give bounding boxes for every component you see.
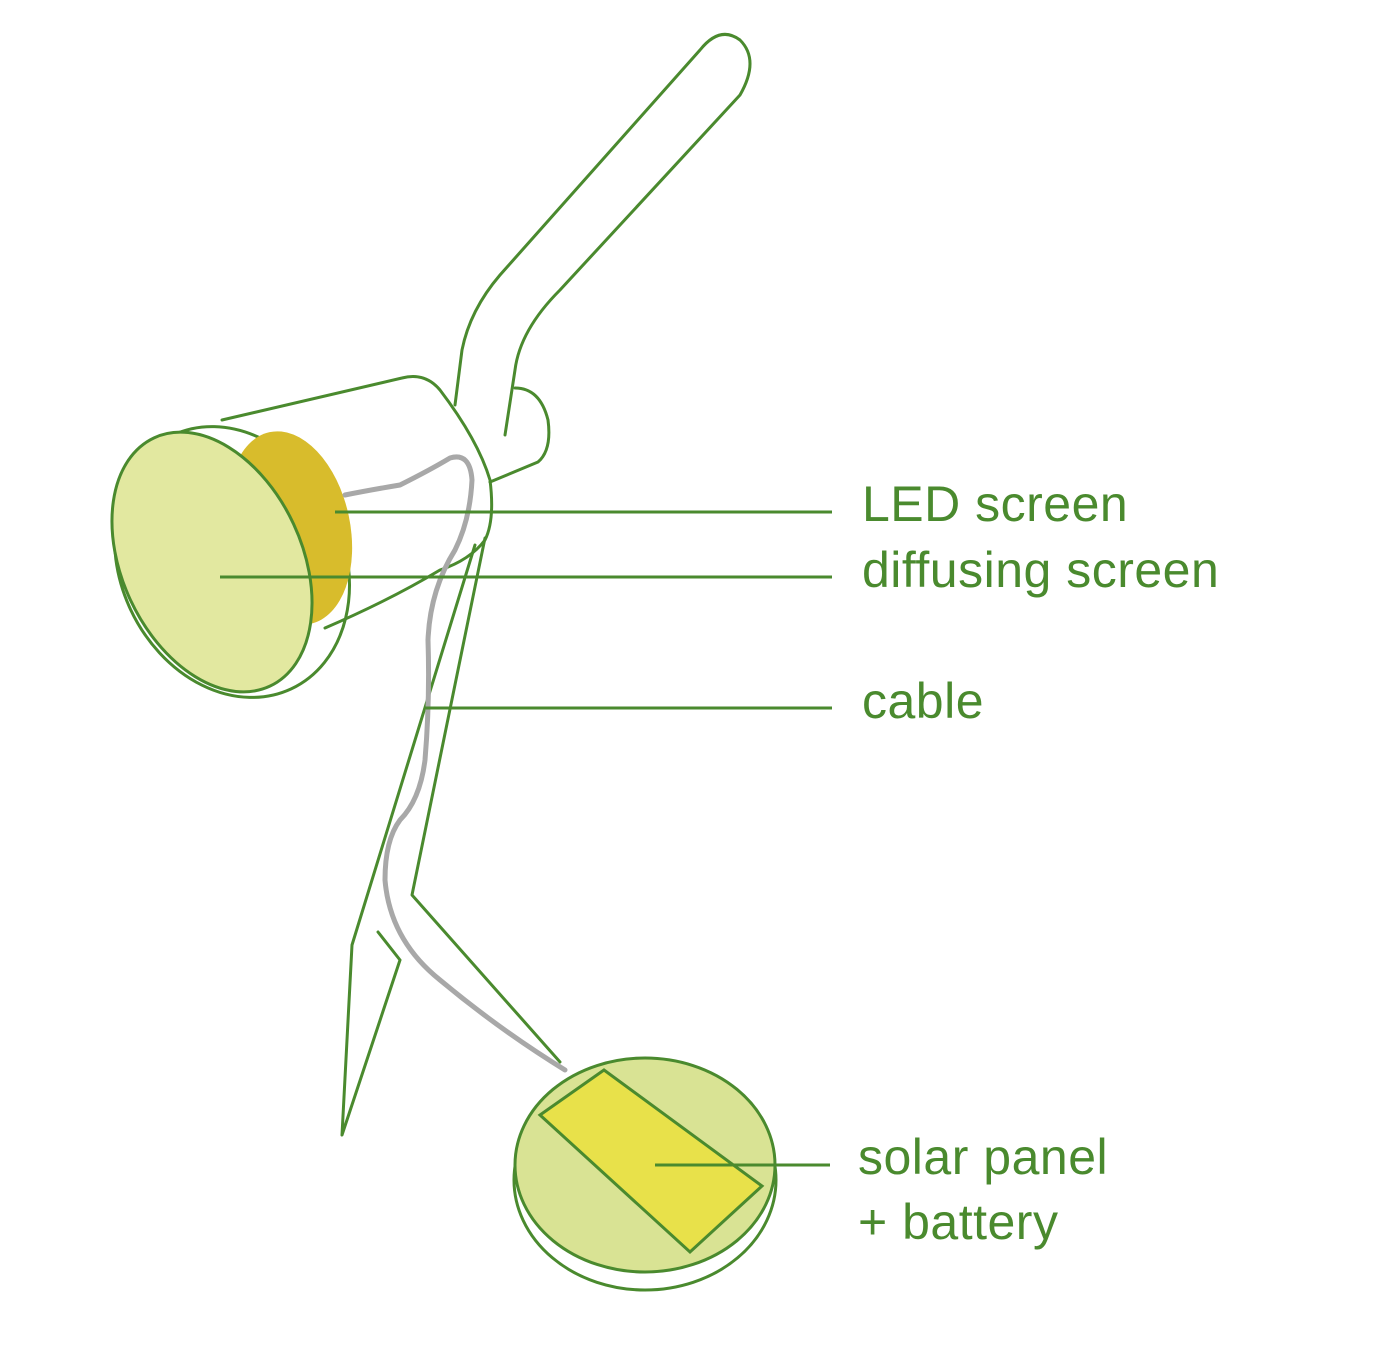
lamp-arm xyxy=(453,32,752,437)
lamp-head-housing xyxy=(220,375,494,630)
cable-line xyxy=(342,454,568,1073)
battery-label: + battery xyxy=(858,1194,1059,1250)
led-screen-label: LED screen xyxy=(862,476,1129,532)
stake xyxy=(340,536,562,1137)
diffusing-screen-label: diffusing screen xyxy=(862,542,1220,598)
solar-panel-label: solar panel xyxy=(858,1129,1109,1185)
solar-panel-shape xyxy=(537,1068,765,1255)
joint-cylinder xyxy=(488,386,551,484)
cable-label: cable xyxy=(862,673,985,729)
diffusing-screen-shape xyxy=(110,430,314,694)
